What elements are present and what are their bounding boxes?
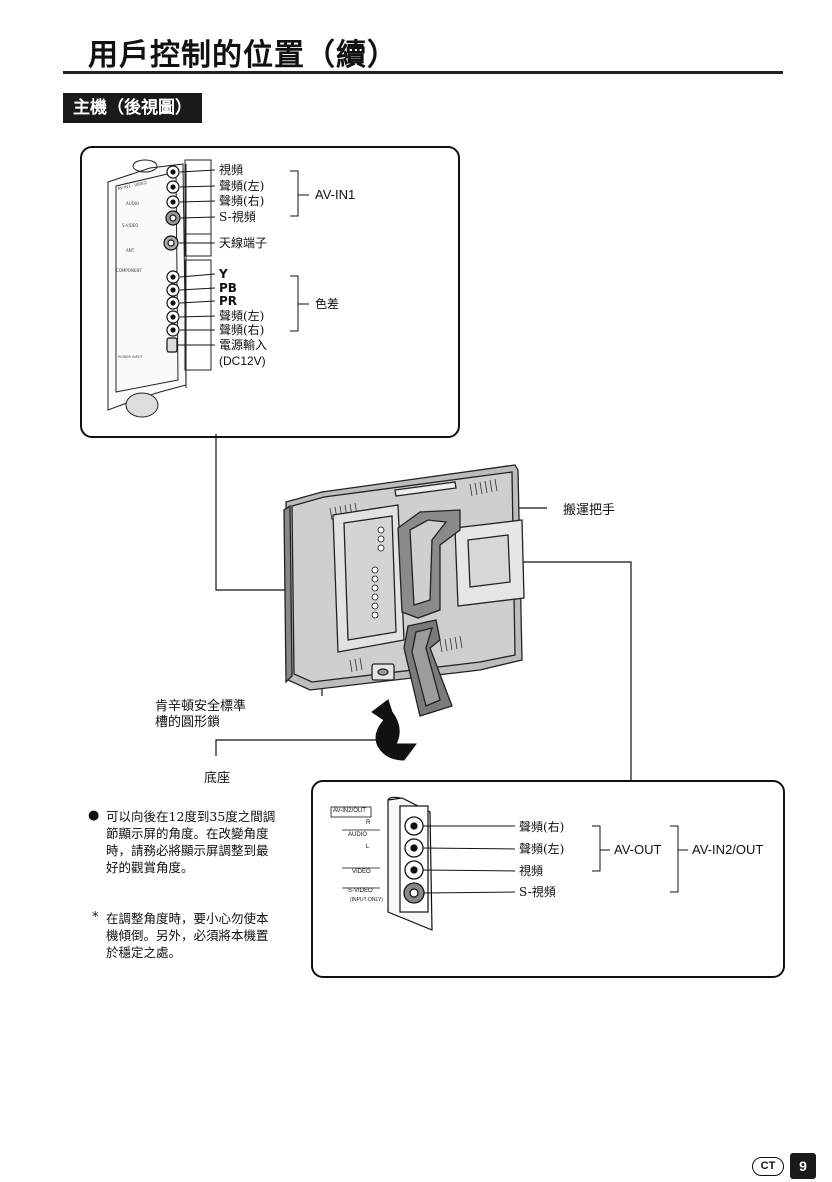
note-paragraph-1: 可以向後在12度到35度之間調 節顯示屏的角度。在改變角度 時，請務必將顯示屏調… <box>106 808 306 876</box>
note-asterisk: * <box>92 910 99 925</box>
panel-text-input-only: (INPUT ONLY) <box>350 897 383 903</box>
kensington-lock-label-line1: 肯辛頓安全標準 <box>155 699 247 714</box>
group-component: 色差 <box>315 297 340 311</box>
tilt-arrow-icon <box>371 699 417 761</box>
note-bullet: ● <box>88 808 100 823</box>
out-label-audio-left: 聲頻(左) <box>519 842 565 856</box>
note-1-line-3: 時，請務必將顯示屏調整到最 <box>106 843 269 858</box>
note-1-line-1: 可以向後在12度到35度之間調 <box>106 809 276 824</box>
title-rule <box>63 71 783 74</box>
panel-text-video: VIDEO <box>352 869 371 875</box>
panel-text-r: R <box>366 820 371 826</box>
label-video: 視頻 <box>219 163 244 177</box>
note-paragraph-2: 在調整角度時，要小心勿使本 機傾倒。另外，必須將本機置 於穩定之處。 <box>106 910 306 961</box>
top-leader-lines <box>178 169 309 346</box>
group-av-in1: AV-IN1 <box>315 187 356 202</box>
panel-text-audio: AUDIO <box>348 832 368 838</box>
svg-text:ANT: ANT <box>126 248 135 253</box>
label-audio-left: 聲頻(左) <box>219 179 265 193</box>
language-badge: CT <box>752 1157 784 1176</box>
svg-text:S-VIDEO: S-VIDEO <box>122 223 138 228</box>
note-2-line-3: 於穩定之處。 <box>106 945 182 960</box>
label-power-input: 電源輸入 <box>219 338 268 352</box>
group-av-in2-out: AV-IN2/OUT <box>692 842 764 857</box>
top-terminal-strip: AV-IN1 · VIDEO AUDIO S-VIDEO ANT COMPONE… <box>107 159 212 418</box>
kensington-lock-label-line2: 槽的圓形鎖 <box>155 715 221 730</box>
svg-text:AUDIO: AUDIO <box>126 201 139 206</box>
bottom-side-tags <box>330 806 380 889</box>
svg-text:COMPONENT: COMPONENT <box>116 268 142 273</box>
section-title: 主機（後視圖） <box>63 93 202 123</box>
svg-text:AV-IN1 · VIDEO: AV-IN1 · VIDEO <box>117 180 147 191</box>
panel-caption-av-in2: AV-IN2/OUT <box>333 808 366 814</box>
label-comp-audio-right: 聲頻(右) <box>219 323 265 337</box>
stand-label: 底座 <box>204 771 231 786</box>
carry-handle-label: 搬運把手 <box>563 503 616 518</box>
label-pr: PR <box>219 294 238 308</box>
tv-body <box>283 464 525 717</box>
panel-text-s-video: S-VIDEO <box>348 888 373 894</box>
note-2-line-2: 機傾倒。另外，必須將本機置 <box>106 928 269 943</box>
label-y: Y <box>219 267 228 281</box>
out-label-audio-right: 聲頻(右) <box>519 820 565 834</box>
group-av-out: AV-OUT <box>614 842 662 857</box>
bottom-jacks <box>403 816 425 904</box>
note-2-line-1: 在調整角度時，要小心勿使本 <box>106 911 269 926</box>
label-antenna: 天線端子 <box>219 236 268 250</box>
page-number: 9 <box>790 1153 816 1179</box>
top-jacks <box>163 165 181 353</box>
note-1-line-4: 好的觀賞角度。 <box>106 860 194 875</box>
out-label-s-video: S-視頻 <box>519 885 556 899</box>
note-1-line-2: 節顯示屏的角度。在改變角度 <box>106 826 269 841</box>
panel-text-l: L <box>366 844 370 850</box>
label-audio-right: 聲頻(右) <box>219 194 265 208</box>
label-dc12v: (DC12V) <box>219 354 266 368</box>
bottom-leader-lines <box>422 825 688 894</box>
label-comp-audio-left: 聲頻(左) <box>219 309 265 323</box>
page-title: 用戶控制的位置（續） <box>88 38 398 73</box>
label-s-video: S-視頻 <box>219 210 256 224</box>
out-label-video: 視頻 <box>519 864 544 878</box>
label-pb: PB <box>219 281 237 295</box>
svg-text:POWER INPUT: POWER INPUT <box>118 355 143 359</box>
